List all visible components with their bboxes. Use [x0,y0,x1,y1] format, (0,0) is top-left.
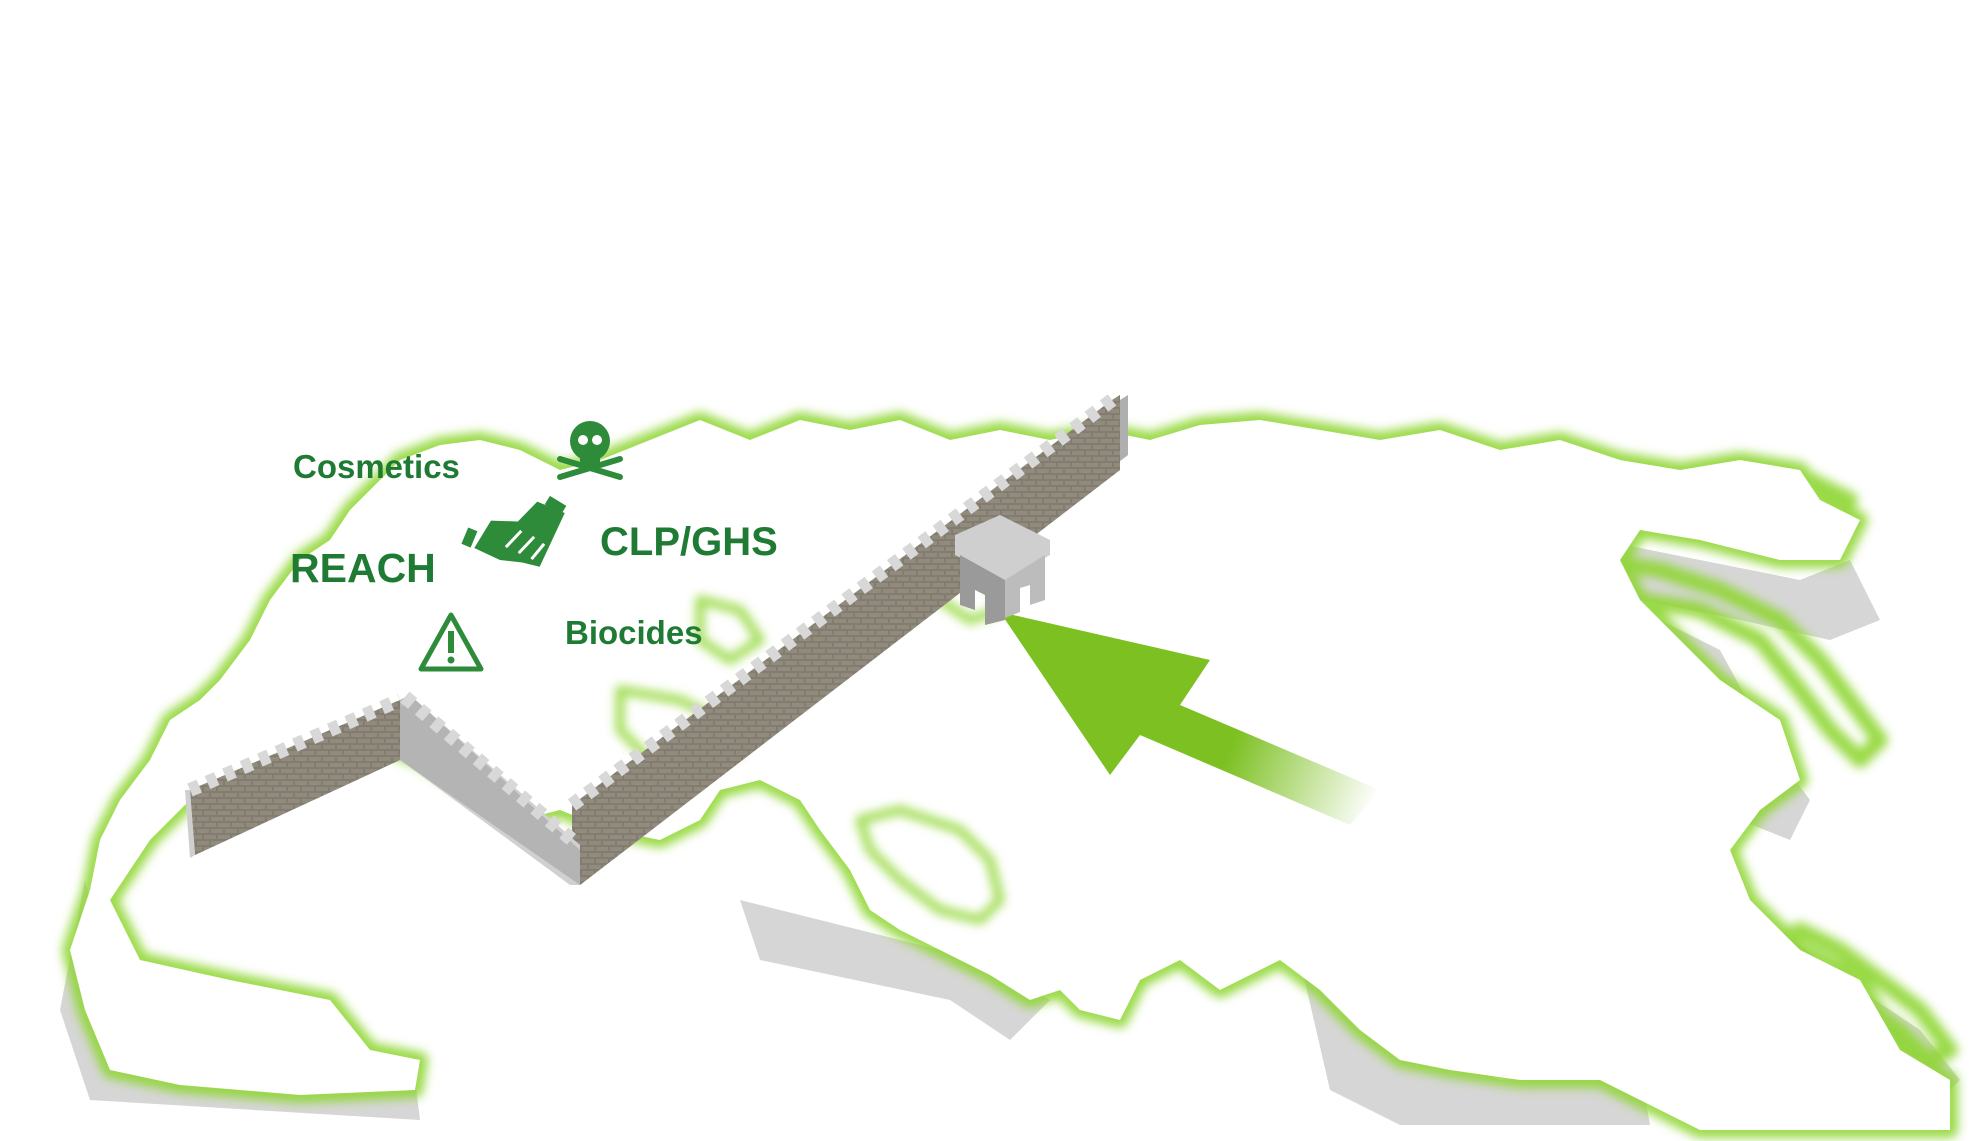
handshake-icon [461,495,567,567]
skull-crossbones-icon [557,421,623,480]
warning-triangle-icon [418,612,484,672]
label-clp-ghs: CLP/GHS [600,520,778,564]
wall-gate [955,515,1050,625]
label-biocides: Biocides [565,614,703,651]
label-cosmetics: Cosmetics [293,448,460,485]
label-reach: REACH [290,545,436,591]
fortress-wall [185,394,1128,885]
entry-arrow [1000,612,1380,825]
